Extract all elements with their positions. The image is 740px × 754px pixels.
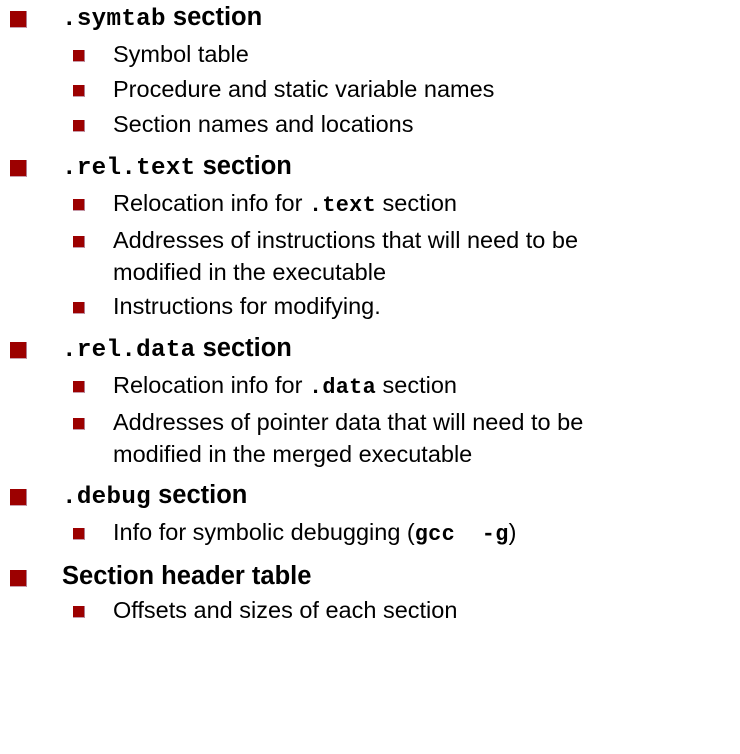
bullet-level2[interactable]: Addresses of instructions that will need… bbox=[0, 224, 740, 288]
bullet-level2-label: Offsets and sizes of each section bbox=[113, 594, 625, 626]
inline-code: .text bbox=[308, 193, 376, 218]
bullet-level1-label: Section header table bbox=[62, 562, 311, 590]
bullet-level2[interactable]: Section names and locations bbox=[0, 108, 740, 141]
text-run: Procedure and static variable names bbox=[113, 76, 495, 102]
bullet-level2-label: Symbol table bbox=[113, 38, 625, 70]
bullet-level2[interactable]: Offsets and sizes of each section bbox=[0, 594, 740, 627]
bullet-level1-rel-data[interactable]: .rel.data section bbox=[0, 331, 740, 368]
small-square-bullet-icon bbox=[73, 418, 85, 430]
inline-code: .rel.data bbox=[62, 337, 196, 364]
small-square-bullet-icon bbox=[73, 199, 85, 211]
text-run: ) bbox=[508, 519, 517, 545]
bullet-level2[interactable]: Procedure and static variable names bbox=[0, 73, 740, 106]
small-square-bullet-icon bbox=[73, 236, 85, 248]
bullet-level2-label: Relocation info for .text section bbox=[113, 187, 625, 222]
small-square-bullet-icon bbox=[73, 302, 85, 314]
small-square-bullet-icon bbox=[73, 120, 85, 132]
bullet-level1-symtab[interactable]: .symtab section bbox=[0, 0, 740, 37]
bullet-level1-debug[interactable]: .debug section bbox=[0, 478, 740, 515]
bullet-level2-label: Relocation info for .data section bbox=[113, 369, 625, 404]
text-run: section bbox=[165, 3, 263, 31]
small-square-bullet-icon bbox=[73, 381, 85, 393]
bullet-level2-label: Instructions for modifying. bbox=[113, 290, 625, 322]
text-run: section bbox=[376, 190, 457, 216]
square-bullet-icon bbox=[10, 342, 27, 359]
text-run: section bbox=[151, 481, 248, 509]
sub-bullet-list: Info for symbolic debugging (gcc -g) bbox=[0, 516, 740, 551]
bullet-level2-label: Section names and locations bbox=[113, 108, 625, 140]
inline-code: .data bbox=[308, 375, 376, 400]
text-run: Relocation info for bbox=[113, 190, 309, 216]
small-square-bullet-icon bbox=[73, 85, 85, 97]
text-run: Symbol table bbox=[113, 41, 249, 67]
square-bullet-icon bbox=[10, 570, 27, 587]
small-square-bullet-icon bbox=[73, 50, 85, 62]
text-run: Relocation info for bbox=[113, 372, 309, 398]
inline-code: .debug bbox=[62, 484, 152, 511]
sub-bullet-list: Offsets and sizes of each section bbox=[0, 594, 740, 627]
text-run: Section header table bbox=[62, 562, 312, 590]
bullet-level1-rel-text[interactable]: .rel.text section bbox=[0, 149, 740, 186]
text-run: section bbox=[195, 152, 292, 180]
inline-code: .symtab bbox=[62, 6, 166, 33]
bullet-level2[interactable]: Instructions for modifying. bbox=[0, 290, 740, 323]
text-run: Info for symbolic debugging ( bbox=[113, 519, 415, 545]
bullet-level1-label: .rel.data section bbox=[62, 334, 292, 364]
inline-code: gcc -g bbox=[414, 522, 509, 547]
bullet-level1-label: .symtab section bbox=[62, 3, 263, 33]
bullet-level1-section-header-table[interactable]: Section header table bbox=[0, 559, 740, 593]
square-bullet-icon bbox=[10, 489, 27, 506]
bullet-level2[interactable]: Info for symbolic debugging (gcc -g) bbox=[0, 516, 740, 551]
bullet-level2[interactable]: Symbol table bbox=[0, 38, 740, 71]
bullet-level2-label: Procedure and static variable names bbox=[113, 73, 625, 105]
bullet-level2-label: Info for symbolic debugging (gcc -g) bbox=[113, 516, 625, 551]
bullet-level1-label: .debug section bbox=[62, 481, 248, 511]
small-square-bullet-icon bbox=[73, 606, 85, 618]
text-run: Section names and locations bbox=[113, 111, 414, 137]
bullet-level1-label: .rel.text section bbox=[62, 152, 292, 182]
square-bullet-icon bbox=[10, 11, 27, 28]
text-run: section bbox=[195, 334, 292, 362]
small-square-bullet-icon bbox=[73, 528, 85, 540]
bullet-level2[interactable]: Relocation info for .text section bbox=[0, 187, 740, 222]
bullet-level2[interactable]: Relocation info for .data section bbox=[0, 369, 740, 404]
text-run: Offsets and sizes of each section bbox=[113, 597, 458, 623]
square-bullet-icon bbox=[10, 160, 27, 177]
text-run: Addresses of instructions that will need… bbox=[113, 227, 579, 285]
inline-code: .rel.text bbox=[62, 155, 196, 182]
bullet-level2-label: Addresses of pointer data that will need… bbox=[113, 406, 625, 470]
text-run: Addresses of pointer data that will need… bbox=[113, 409, 584, 467]
text-run: section bbox=[376, 372, 457, 398]
text-run: Instructions for modifying. bbox=[113, 293, 381, 319]
bullet-level2-label: Addresses of instructions that will need… bbox=[113, 224, 625, 288]
bullet-level2[interactable]: Addresses of pointer data that will need… bbox=[0, 406, 740, 470]
